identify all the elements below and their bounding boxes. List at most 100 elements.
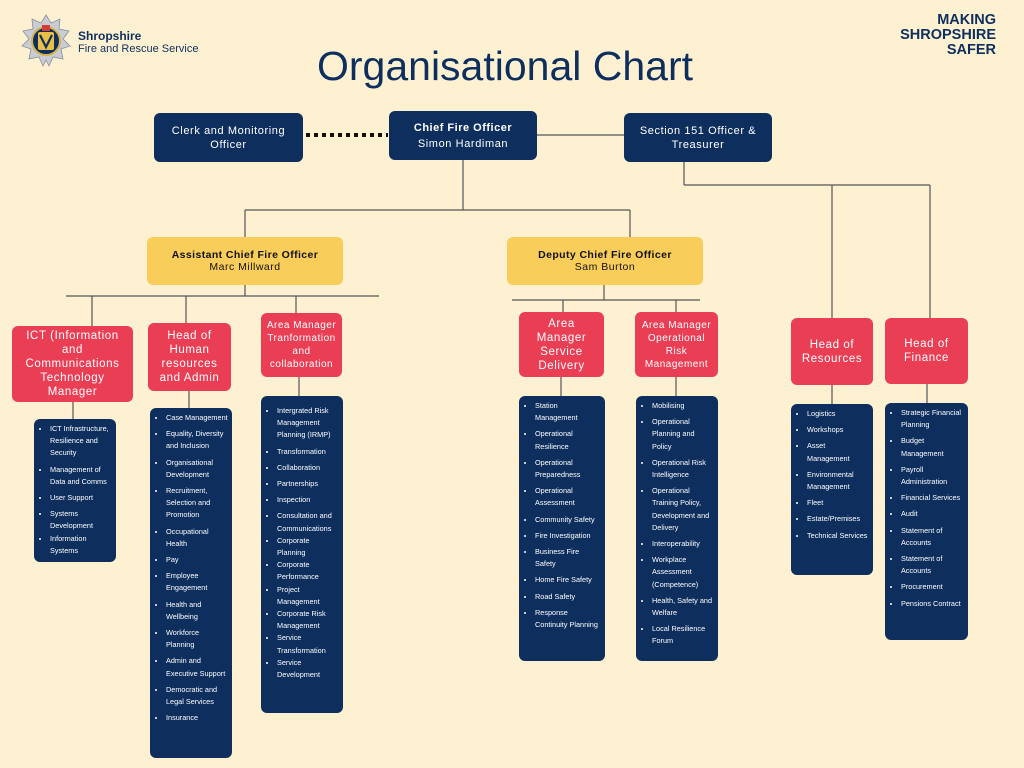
list-item: Payroll Administration xyxy=(901,464,964,488)
page-title: Organisational Chart xyxy=(317,43,694,89)
list-item: Service Transformation xyxy=(277,632,339,656)
tagline-line-3: SAFER xyxy=(946,42,996,58)
clerk-box: Clerk and Monitoring Officer xyxy=(154,113,303,162)
list-item: Case Management xyxy=(166,412,228,424)
list-item: Corporate Performance xyxy=(277,559,339,583)
chief-name: Simon Hardiman xyxy=(417,137,509,150)
list-item: ICT Infrastructure, Resilience and Secur… xyxy=(50,423,112,460)
ict-head: ICT (Information and Communications Tech… xyxy=(12,326,133,402)
list-item: Asset Management xyxy=(807,440,869,464)
transformation-list: Intergrated Risk Management Planning (IR… xyxy=(261,396,343,713)
list-item: Statement of Accounts xyxy=(901,553,964,577)
list-item: Local Resilience Forum xyxy=(652,623,714,647)
list-item: Corporate Risk Management xyxy=(277,608,339,632)
list-item: Management of Data and Comms xyxy=(50,464,112,488)
operational-risk-head: Area Manager Operational Risk Management xyxy=(635,312,718,377)
list-item: Project Management xyxy=(277,584,339,608)
dcfo-name: Sam Burton xyxy=(574,261,636,273)
list-item: Health, Safety and Welfare xyxy=(652,595,714,619)
list-item: Systems Development xyxy=(50,508,112,532)
ict-list: ICT Infrastructure, Resilience and Secur… xyxy=(34,419,116,562)
list-item: Workplace Assessment (Competence) xyxy=(652,554,714,591)
list-item: Road Safety xyxy=(535,591,601,603)
list-item: Business Fire Safety xyxy=(535,546,601,570)
chief-title: Chief Fire Officer xyxy=(413,121,513,134)
list-item: Admin and Executive Support xyxy=(166,655,228,679)
list-item: Fleet xyxy=(807,497,869,509)
resources-head: Head of Resources xyxy=(791,318,873,385)
list-item: Mobilising xyxy=(652,400,714,412)
list-item: Insurance xyxy=(166,712,228,724)
list-item: Service Development xyxy=(277,657,339,681)
list-item: Inspection xyxy=(277,494,339,506)
list-item: Station Management xyxy=(535,400,601,424)
list-item: Collaboration xyxy=(277,462,339,474)
hr-head: Head of Human resources and Admin xyxy=(148,323,231,391)
list-item: Home Fire Safety xyxy=(535,574,601,586)
dcfo-title: Deputy Chief Fire Officer xyxy=(538,249,672,261)
acfo-box: Assistant Chief Fire Officer Marc Millwa… xyxy=(147,237,343,285)
list-item: Statement of Accounts xyxy=(901,525,964,549)
list-item: User Support xyxy=(50,492,112,504)
list-item: Partnerships xyxy=(277,478,339,490)
list-item: Pay xyxy=(166,554,228,566)
finance-head: Head of Finance xyxy=(885,318,968,384)
list-item: Intergrated Risk Management Planning (IR… xyxy=(277,405,339,442)
list-item: Health and Wellbeing xyxy=(166,599,228,623)
list-item: Operational Training Policy, Development… xyxy=(652,485,714,534)
list-item: Financial Services xyxy=(901,492,964,504)
logo xyxy=(20,14,72,73)
list-item: Corporate Planning xyxy=(277,535,339,559)
service-delivery-head: Area Manager Service Delivery xyxy=(519,312,604,377)
section-151-box: Section 151 Officer & Treasurer xyxy=(624,113,772,162)
list-item: Workshops xyxy=(807,424,869,436)
org-name: Shropshire xyxy=(78,29,142,43)
chief-fire-officer-box: Chief Fire Officer Simon Hardiman xyxy=(389,111,537,160)
list-item: Operational Assessment xyxy=(535,485,601,509)
list-item: Operational Preparedness xyxy=(535,457,601,481)
list-item: Democratic and Legal Services xyxy=(166,684,228,708)
tagline-line-1: MAKING xyxy=(937,12,996,28)
resources-list: Logistics Workshops Asset Management Env… xyxy=(791,404,873,575)
list-item: Occupational Health xyxy=(166,526,228,550)
list-item: Technical Services xyxy=(807,530,869,542)
section-151-label: Section 151 Officer & Treasurer xyxy=(639,124,757,151)
list-item: Strategic Financial Planning xyxy=(901,407,964,431)
hr-list: Case Management Equality, Diversity and … xyxy=(150,408,232,758)
fire-service-crest-icon xyxy=(21,14,71,67)
list-item: Workforce Planning xyxy=(166,627,228,651)
acfo-title: Assistant Chief Fire Officer xyxy=(171,249,319,261)
list-item: Community Safety xyxy=(535,514,601,526)
list-item: Logistics xyxy=(807,408,869,420)
service-delivery-list: Station Management Operational Resilienc… xyxy=(519,396,605,661)
acfo-name: Marc Millward xyxy=(209,261,281,273)
list-item: Audit xyxy=(901,508,964,520)
org-subtitle: Fire and Rescue Service xyxy=(78,43,199,55)
list-item: Information Systems xyxy=(50,533,112,557)
list-item: Consultation and Communications xyxy=(277,510,339,534)
list-item: Equality, Diversity and Inclusion xyxy=(166,428,228,452)
list-item: Recruitment, Selection and Promotion xyxy=(166,485,228,522)
list-item: Environmental Management xyxy=(807,469,869,493)
list-item: Procurement xyxy=(901,581,964,593)
list-item: Organisational Development xyxy=(166,457,228,481)
list-item: Interoperability xyxy=(652,538,714,550)
clerk-label: Clerk and Monitoring Officer xyxy=(171,124,286,151)
transformation-head: Area Manager Tranformation and collabora… xyxy=(261,313,342,377)
list-item: Pensions Contract xyxy=(901,598,964,610)
list-item: Transformation xyxy=(277,446,339,458)
operational-risk-list: Mobilising Operational Planning and Poli… xyxy=(636,396,718,661)
dcfo-box: Deputy Chief Fire Officer Sam Burton xyxy=(507,237,703,285)
list-item: Operational Risk Intelligence xyxy=(652,457,714,481)
list-item: Fire Investigation xyxy=(535,530,601,542)
list-item: Operational Planning and Policy xyxy=(652,416,714,453)
list-item: Operational Resilience xyxy=(535,428,601,452)
finance-list: Strategic Financial Planning Budget Mana… xyxy=(885,403,968,640)
list-item: Employee Engagement xyxy=(166,570,228,594)
list-item: Budget Management xyxy=(901,435,964,459)
tagline-line-2: SHROPSHIRE xyxy=(900,27,996,43)
list-item: Estate/Premises xyxy=(807,513,869,525)
list-item: Response Continuity Planning xyxy=(535,607,601,631)
tagline: MAKING SHROPSHIRE SAFER xyxy=(900,13,996,58)
